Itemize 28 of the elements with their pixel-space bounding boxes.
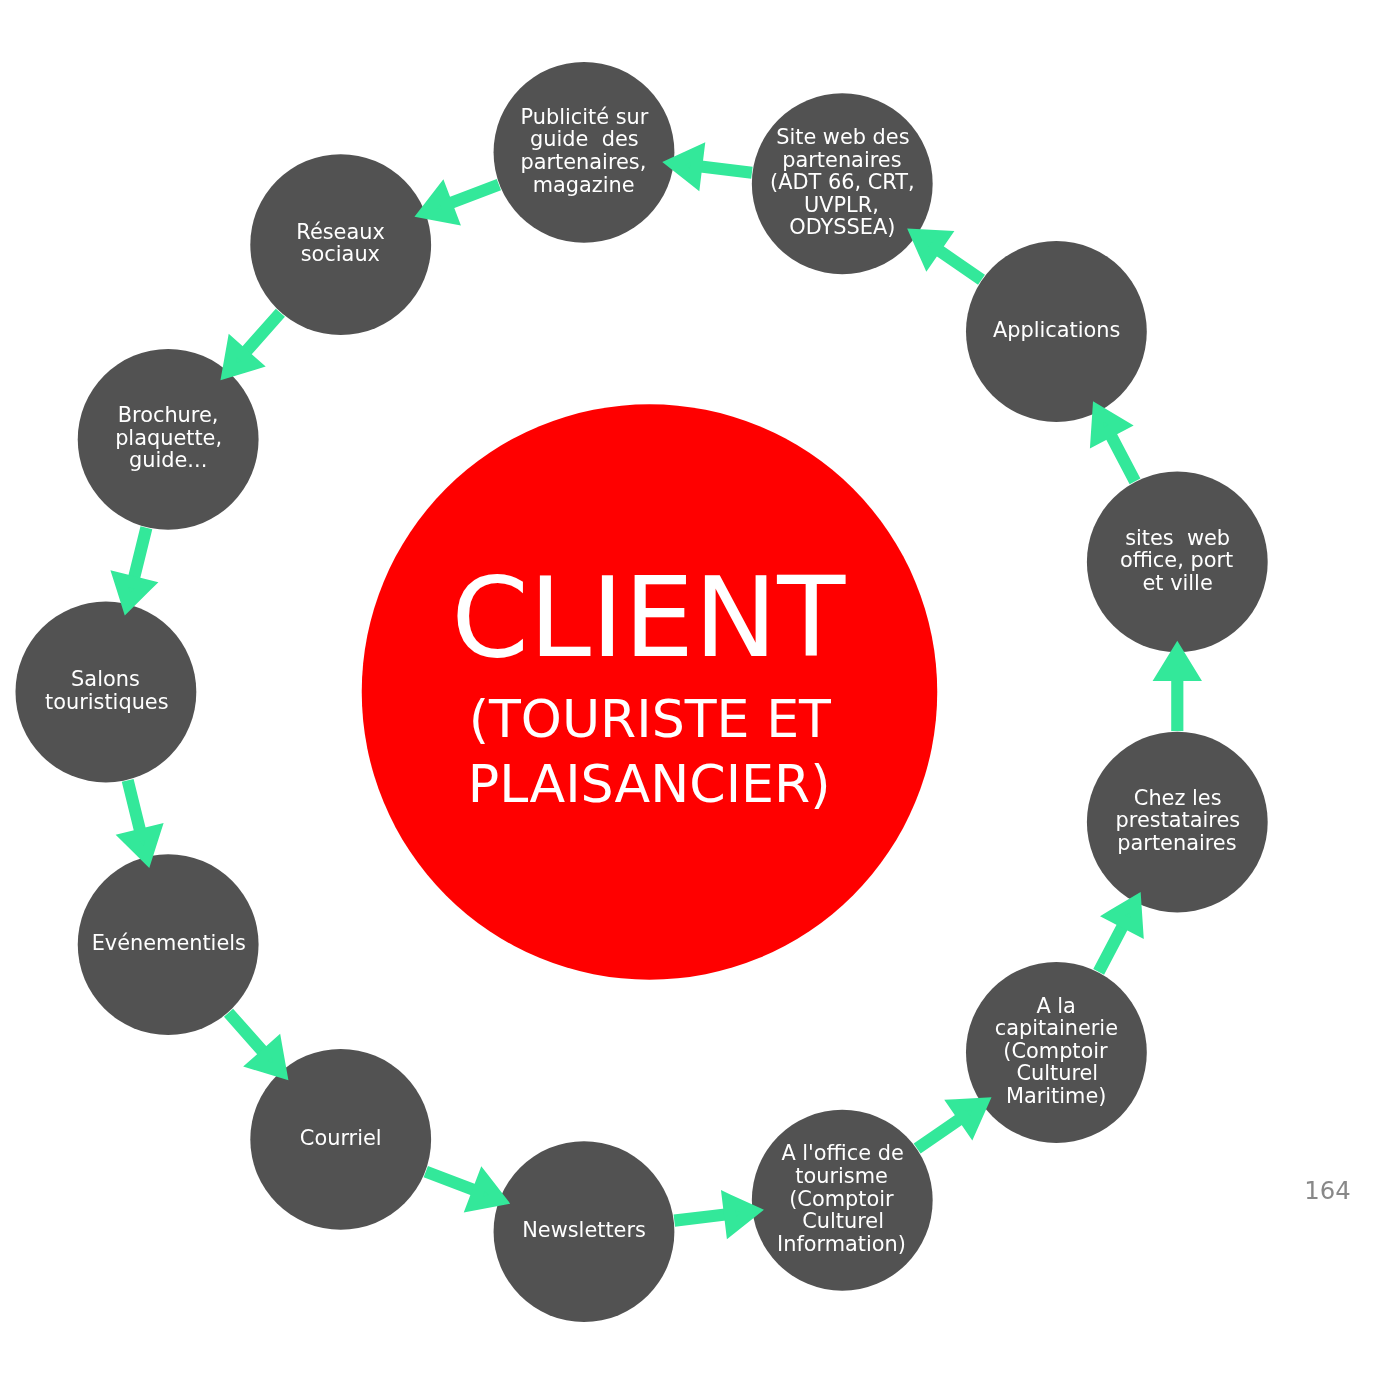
node-circle: Salons touristiques (15, 601, 197, 782)
node-circle: Evénementiels (77, 853, 259, 1035)
node-circle: A l'office de tourisme (Comptoir Culturel Information) (751, 1109, 933, 1291)
arrow (414, 178, 502, 225)
arrow (913, 1096, 992, 1154)
node-circle: Courriel (250, 1048, 432, 1230)
node-circle: sites web office, port et ville (1086, 471, 1268, 652)
arrow (1089, 400, 1141, 484)
arrow (1093, 891, 1144, 975)
arrow (423, 1165, 511, 1212)
arrow (662, 141, 753, 191)
node-circle: Brochure, plaquette, guide... (77, 348, 259, 530)
arrow (907, 228, 985, 285)
arrow (220, 308, 285, 380)
node-circle: Applications (966, 240, 1147, 422)
node-circle: CLIENT (TOURISTE ET PLAISANCIER) (361, 403, 938, 980)
arrow (673, 1189, 764, 1239)
node-circle: Publicité sur guide des partenaires, magazine (493, 61, 675, 243)
arrow (110, 525, 159, 615)
node-circle: Newsletters (493, 1140, 675, 1322)
arrow (1152, 640, 1202, 731)
arrow (115, 778, 164, 868)
node-circle: Chez les prestataires partenaires (1086, 731, 1268, 912)
arrow (223, 1008, 289, 1080)
node-circle: Réseaux sociaux (250, 153, 432, 335)
label: 164 (1304, 1175, 1351, 1205)
node-circle: Site web des partenaires (ADT 66, CRT, UVPLR, ODYSSEA) (751, 92, 933, 274)
node-circle: A la capitainerie (Comptoir Culturel Maritime) (966, 961, 1147, 1143)
